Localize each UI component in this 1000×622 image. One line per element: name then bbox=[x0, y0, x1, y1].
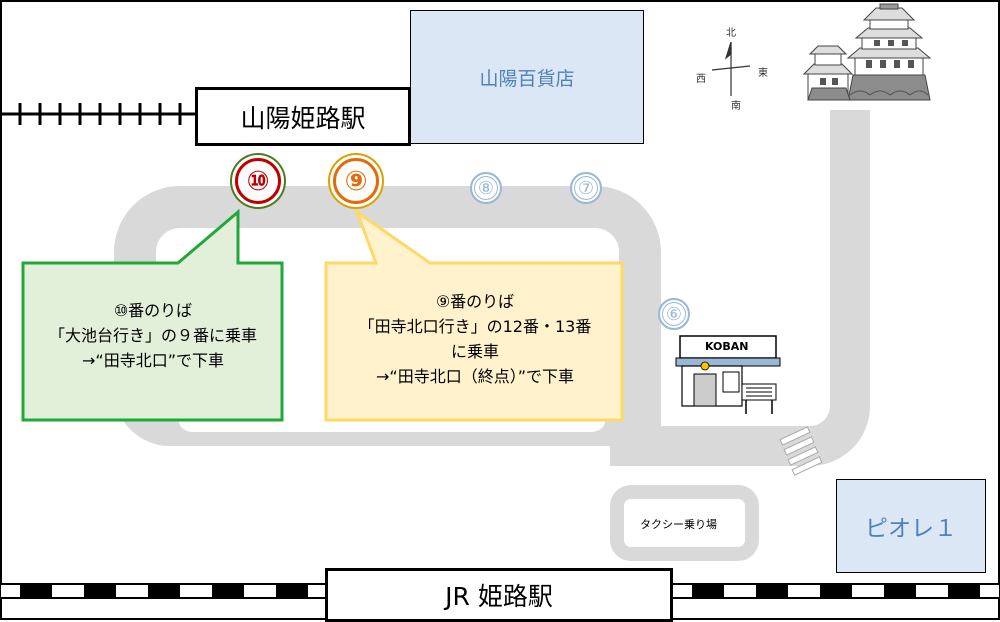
road-to-castle bbox=[610, 110, 870, 466]
compass-rose-icon bbox=[711, 41, 751, 96]
callout-stop9-line3: に乗車 bbox=[450, 342, 499, 361]
jr-himeji-station: JR 姫路駅 bbox=[325, 568, 673, 622]
koban-building-icon bbox=[675, 335, 781, 414]
sanyo-himeji-station-label: 山陽姫路駅 bbox=[240, 103, 366, 133]
bus-stop-8-label: ⑧ bbox=[477, 177, 495, 199]
callout-stop10-line2: 「大池台行き」の９番に乗車 bbox=[48, 326, 257, 345]
callout-stop9-text: ⑨番のりば 「田寺北口行き」の12番・13番 に乗車 →“田寺北口（終点）”で下… bbox=[332, 289, 618, 389]
piole-building-label: ピオレ１ bbox=[865, 516, 957, 542]
callout-stop9-line2: 「田寺北口行き」の12番・13番 bbox=[358, 317, 592, 336]
callout-stop9-line1: ⑨番のりば bbox=[435, 292, 515, 311]
taxi-area-road bbox=[610, 485, 759, 561]
callout-stop9-shape bbox=[324, 208, 624, 422]
crosswalk bbox=[779, 426, 823, 476]
bus-stop-7-marker: ⑦ bbox=[570, 172, 602, 204]
piole-building: ピオレ１ bbox=[836, 479, 986, 573]
callout-stop10-shape bbox=[21, 208, 284, 422]
koban-label: KOBAN bbox=[705, 340, 749, 353]
compass-west-label: 西 bbox=[696, 74, 706, 85]
himeji-castle-icon bbox=[802, 3, 932, 101]
callout-stop10-line3: →“田寺北口”で下車 bbox=[82, 351, 224, 370]
bus-stop-6-marker: ⑥ bbox=[658, 298, 690, 330]
sanyo-department-store-label: 山陽百貨店 bbox=[479, 67, 575, 90]
bus-stop-8-marker: ⑧ bbox=[470, 172, 502, 204]
bus-stop-9-label: ⑨ bbox=[344, 165, 368, 197]
callout-stop9-line4: →“田寺北口（終点）”で下車 bbox=[376, 367, 574, 386]
compass-south-label: 南 bbox=[731, 101, 741, 112]
callout-stop10-text: ⑩番のりば 「大池台行き」の９番に乗車 →“田寺北口”で下車 bbox=[28, 298, 278, 373]
bus-stop-10-label: ⑩ bbox=[246, 165, 270, 197]
bus-stop-9-marker: ⑨ bbox=[333, 158, 379, 204]
callout-stop10-line1: ⑩番のりば bbox=[113, 301, 193, 320]
compass-north-label: 北 bbox=[726, 28, 736, 39]
bus-stop-7-label: ⑦ bbox=[577, 177, 595, 199]
jr-himeji-station-label: JR 姫路駅 bbox=[445, 582, 553, 611]
sanyo-department-store: 山陽百貨店 bbox=[410, 10, 644, 144]
compass-east-label: 東 bbox=[758, 68, 768, 79]
bus-stop-6-label: ⑥ bbox=[665, 303, 683, 325]
sanyo-railway-track bbox=[0, 103, 195, 125]
sanyo-himeji-station: 山陽姫路駅 bbox=[195, 87, 411, 146]
taxi-stand-label: タクシー乗り場 bbox=[640, 518, 717, 531]
bus-stop-10-marker: ⑩ bbox=[235, 158, 281, 204]
